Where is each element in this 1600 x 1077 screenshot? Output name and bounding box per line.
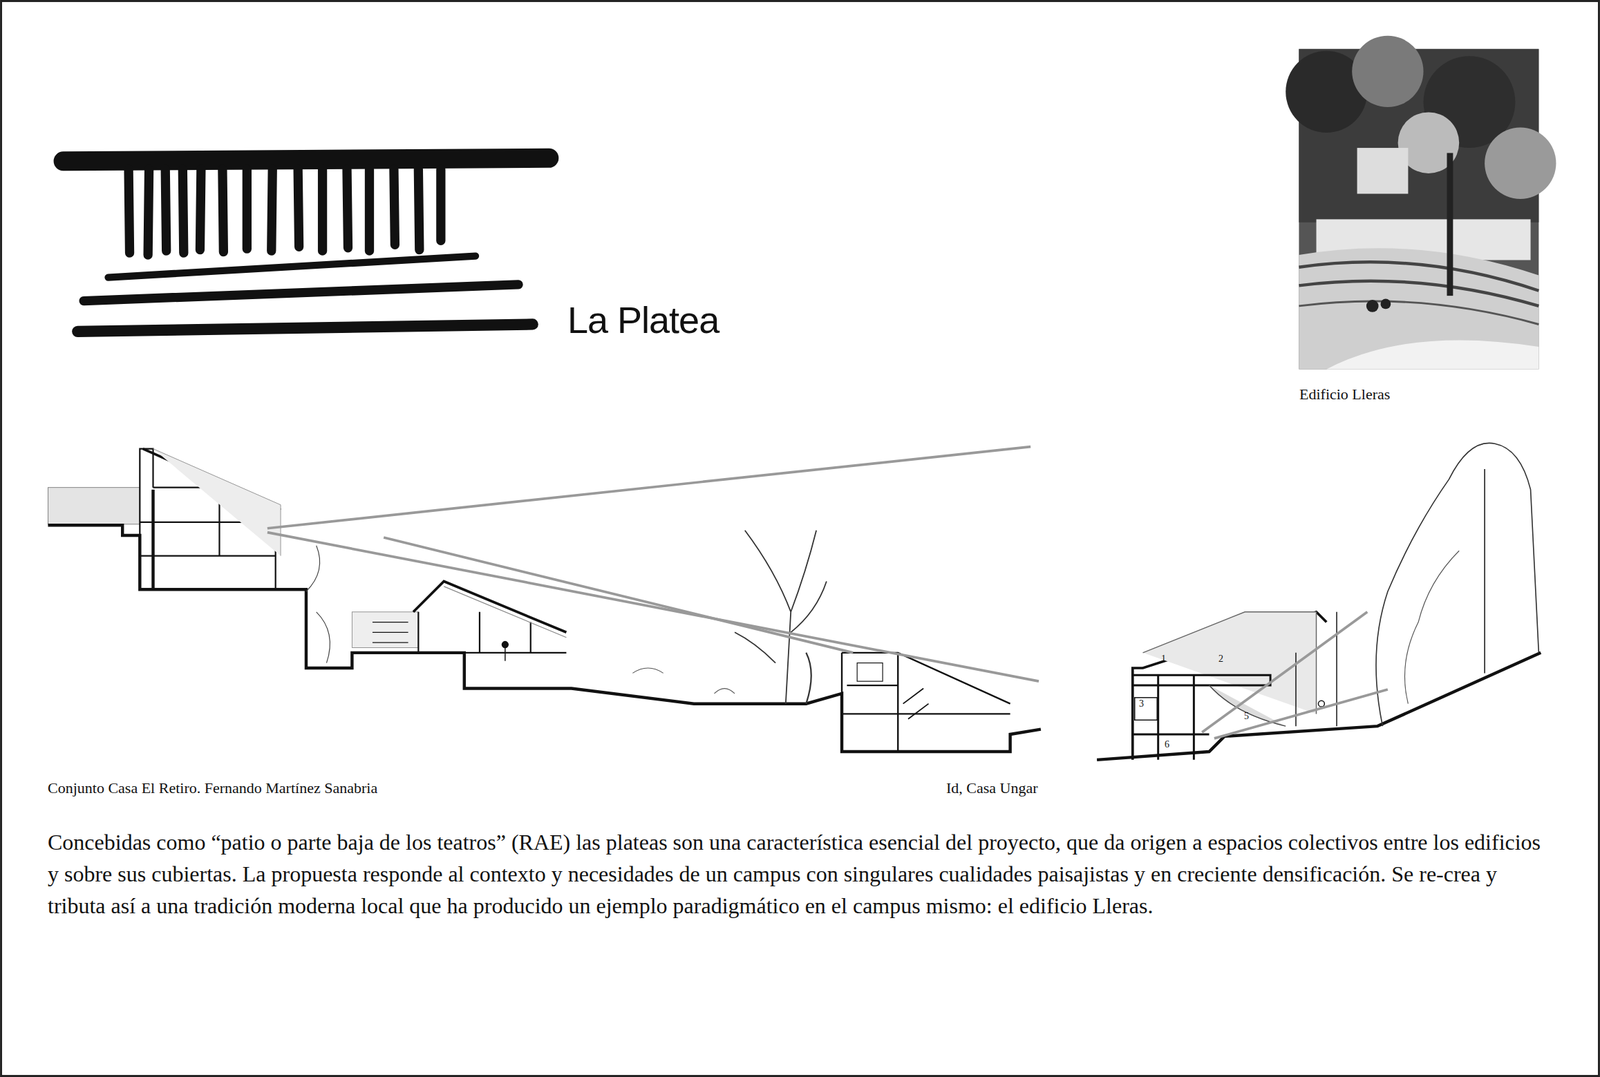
photo-caption: Edificio Lleras xyxy=(1299,385,1390,404)
photo xyxy=(1285,35,1556,370)
figure-caption: Conjunto Casa El Retiro. Fernando Martín… xyxy=(47,779,378,798)
callout-number: 5 xyxy=(1244,711,1249,723)
body-paragraph: Concebidas como “patio o parte baja de l… xyxy=(47,826,1555,922)
figure-caption: Id, Casa Ungar xyxy=(946,779,1039,798)
brush-glyph xyxy=(63,158,550,332)
callout-number: 2 xyxy=(1218,653,1224,665)
section-el-retiro xyxy=(47,447,1041,752)
callout-number: 6 xyxy=(1164,739,1170,751)
callout-number: 3 xyxy=(1139,698,1144,710)
callout-number: 1 xyxy=(1161,653,1166,665)
board-title: La Platea xyxy=(567,298,719,342)
section-casa-ungar xyxy=(1096,443,1541,760)
